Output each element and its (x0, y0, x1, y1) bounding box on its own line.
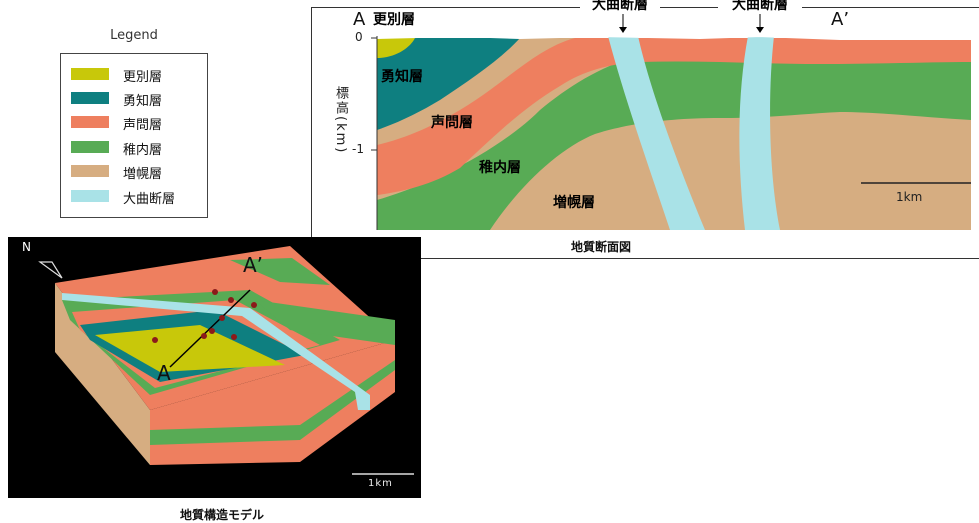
cross-label-masuporo: 増幌層 (553, 195, 595, 211)
model-title: 地質構造モデル (180, 508, 265, 522)
north-arrow-icon (38, 261, 63, 279)
legend-label-wakkanai: 稚内層 (123, 143, 163, 158)
legend-swatch-masuporo (71, 165, 109, 177)
cross-label-koetoi: 声問層 (431, 115, 473, 131)
well-dot (212, 289, 218, 295)
cross-label-sarabetsu: 更別層 (373, 12, 415, 28)
legend-swatch-yuchi (71, 92, 109, 104)
model-scale-label: 1km (368, 478, 393, 489)
fault-2 (739, 36, 780, 230)
model-fault-strip (62, 293, 370, 410)
koetoi-layer (377, 38, 971, 195)
well-dot (219, 315, 225, 321)
legend-label-omagari-fault: 大曲断層 (123, 192, 176, 207)
well-dot (251, 302, 257, 308)
fault-label-2: 大曲断層 (718, 0, 802, 14)
y-tick-label-1: -1 (352, 142, 364, 156)
cross-section-title: 地質断面図 (571, 240, 632, 254)
model-left-side (55, 283, 150, 465)
model-section-end-label: A’ (243, 253, 264, 277)
north-label: N (22, 240, 31, 254)
cross-label-yuchi: 勇知層 (381, 69, 423, 85)
fault-1 (608, 36, 705, 230)
legend-swatch-koetoi (71, 116, 109, 128)
legend-title: Legend (110, 28, 158, 43)
section-start-label: A (353, 9, 366, 30)
model-far-green-2 (230, 258, 330, 285)
cross-scale-label: 1km (896, 190, 923, 204)
legend-label-koetoi: 声問層 (123, 118, 163, 133)
fault-arrowhead-2 (756, 27, 764, 33)
legend-swatch-omagari-fault (71, 190, 109, 202)
wakkanai-layer (377, 44, 971, 230)
legend-swatch-wakkanai (71, 141, 109, 153)
model-section-start-label: A (157, 361, 171, 385)
well-dot (231, 334, 237, 340)
well-dot (152, 337, 158, 343)
fault-arrowhead-1 (619, 27, 627, 33)
section-end-label: A’ (831, 9, 850, 30)
legend-swatch-sarabetsu (71, 68, 109, 80)
fault-label-1: 大曲断層 (580, 0, 660, 14)
legend-label-yuchi: 勇知層 (123, 94, 163, 109)
sarabetsu-layer (377, 38, 415, 58)
model-far-green (255, 300, 395, 345)
legend-box: 更別層 勇知層 声問層 稚内層 増幌層 大曲断層 (60, 53, 208, 218)
well-dot (209, 328, 215, 334)
y-tick-label-0: 0 (355, 30, 363, 44)
model-section-line (169, 289, 251, 368)
yuchi-layer (377, 38, 520, 130)
surface-line (376, 34, 971, 40)
legend-label-sarabetsu: 更別層 (123, 70, 163, 85)
well-dot (228, 297, 234, 303)
y-axis-label: 標高(km) (333, 86, 348, 155)
well-dot (201, 333, 207, 339)
cross-label-wakkanai: 稚内層 (479, 160, 521, 176)
model-side-band-green (150, 360, 395, 445)
legend-label-masuporo: 増幌層 (123, 167, 163, 182)
